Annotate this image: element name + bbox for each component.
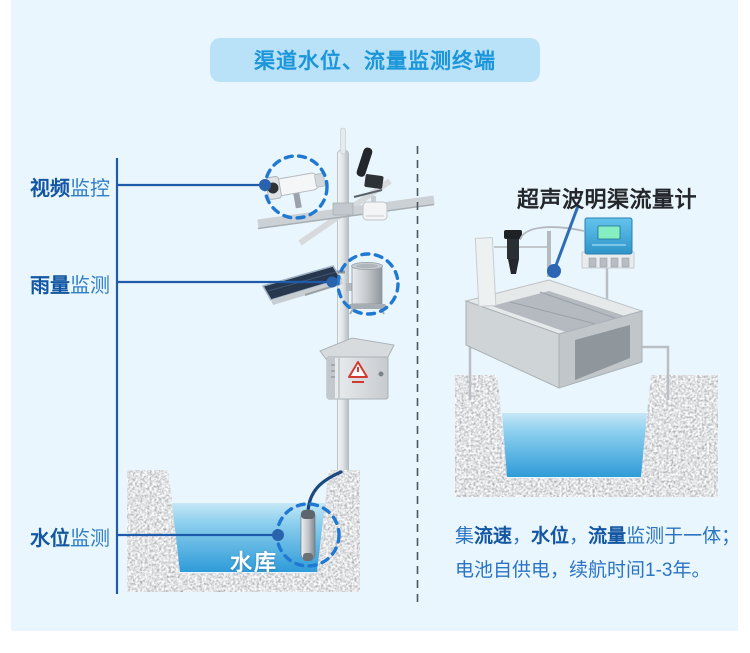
control-cabinet-icon [319, 337, 395, 400]
reservoir-water [172, 503, 325, 572]
connector-lines [115, 158, 338, 594]
reservoir-label: 水库 [230, 550, 279, 575]
level-sensor-icon [300, 470, 343, 561]
channel-water [502, 413, 647, 477]
feature-description: 集流速，水位，流量监测于一体； 电池自供电，续航时间1-3年。 [455, 520, 740, 588]
highlight-circle-icon [336, 252, 400, 316]
label-rain-monitoring: 雨量监测 [30, 275, 110, 297]
feature-line-1: 集流速，水位，流量监测于一体； [455, 526, 741, 547]
flume-icon [464, 230, 644, 389]
rain-gauge-icon [346, 261, 386, 315]
warning-triangle-icon [348, 361, 368, 383]
title-pointer-line [547, 205, 580, 278]
reservoir-channel [127, 470, 360, 592]
flow-meter-display-icon [519, 217, 635, 269]
page-title: 渠道水位、流量监测终端 [254, 50, 496, 73]
signal-device-icon [362, 196, 388, 221]
label-video-monitoring: 视频监控 [30, 178, 110, 200]
feature-line-2: 电池自供电，续航时间1-3年。 [455, 560, 711, 581]
antenna-icon [353, 147, 384, 198]
ultrasonic-sensor-icon [504, 230, 522, 274]
page-title-banner: 渠道水位、流量监测终端 [210, 38, 540, 82]
open-channel [455, 375, 718, 497]
label-water-level-monitoring: 水位监测 [30, 528, 110, 550]
flow-meter-title: 超声波明渠流量计 [517, 187, 698, 212]
